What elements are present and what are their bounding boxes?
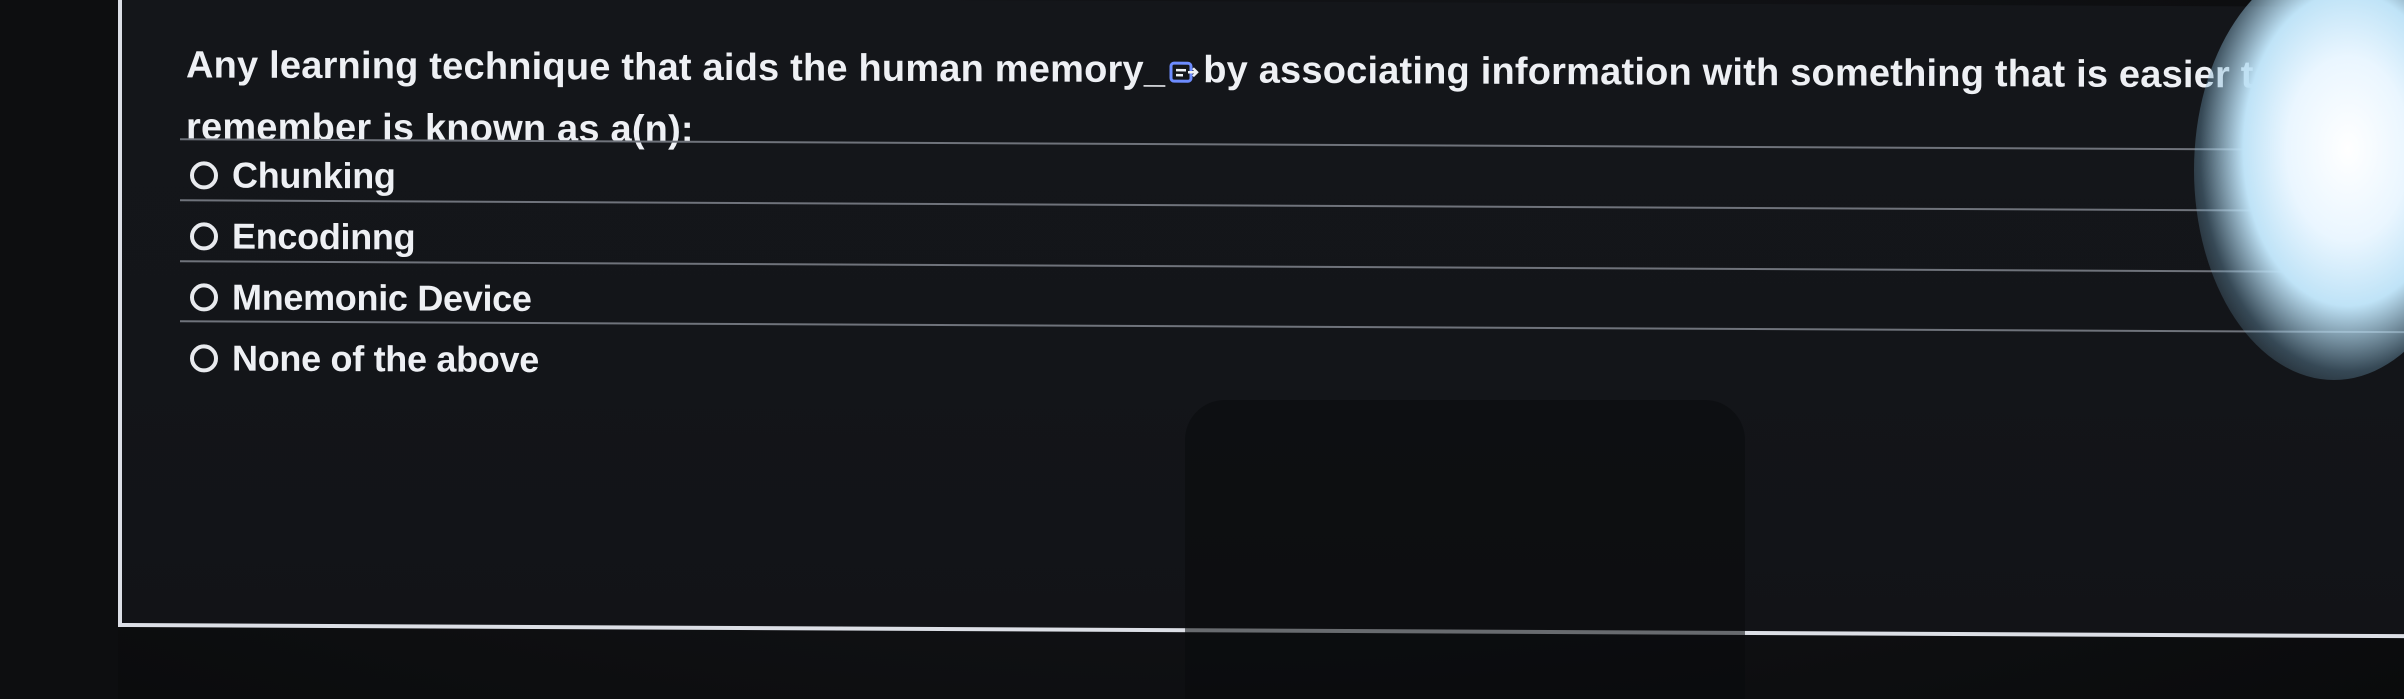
left-margin <box>0 0 118 699</box>
divider <box>180 199 2404 213</box>
radio-empty-icon[interactable] <box>190 161 218 190</box>
option-label: Chunking <box>232 154 396 197</box>
option-label: Encodinng <box>232 215 416 258</box>
radio-empty-icon[interactable] <box>190 222 218 251</box>
immersive-reader-icon[interactable] <box>1169 59 1199 85</box>
option-mnemonic-device[interactable]: Mnemonic Device <box>190 269 532 327</box>
radio-empty-icon[interactable] <box>190 344 218 373</box>
option-none-of-the-above[interactable]: None of the above <box>190 330 539 388</box>
option-chunking[interactable]: Chunking <box>190 147 396 204</box>
option-label: None of the above <box>232 337 539 381</box>
question-card: Any learning technique that aids the hum… <box>118 0 2404 639</box>
question-text-part1: Any learning technique that aids the hum… <box>186 44 1166 92</box>
option-label: Mnemonic Device <box>232 276 532 320</box>
radio-empty-icon[interactable] <box>190 283 218 312</box>
screen-reflection <box>1185 400 1745 699</box>
question-text: Any learning technique that aids the hum… <box>186 34 2286 168</box>
option-encodinng[interactable]: Encodinng <box>190 208 415 265</box>
